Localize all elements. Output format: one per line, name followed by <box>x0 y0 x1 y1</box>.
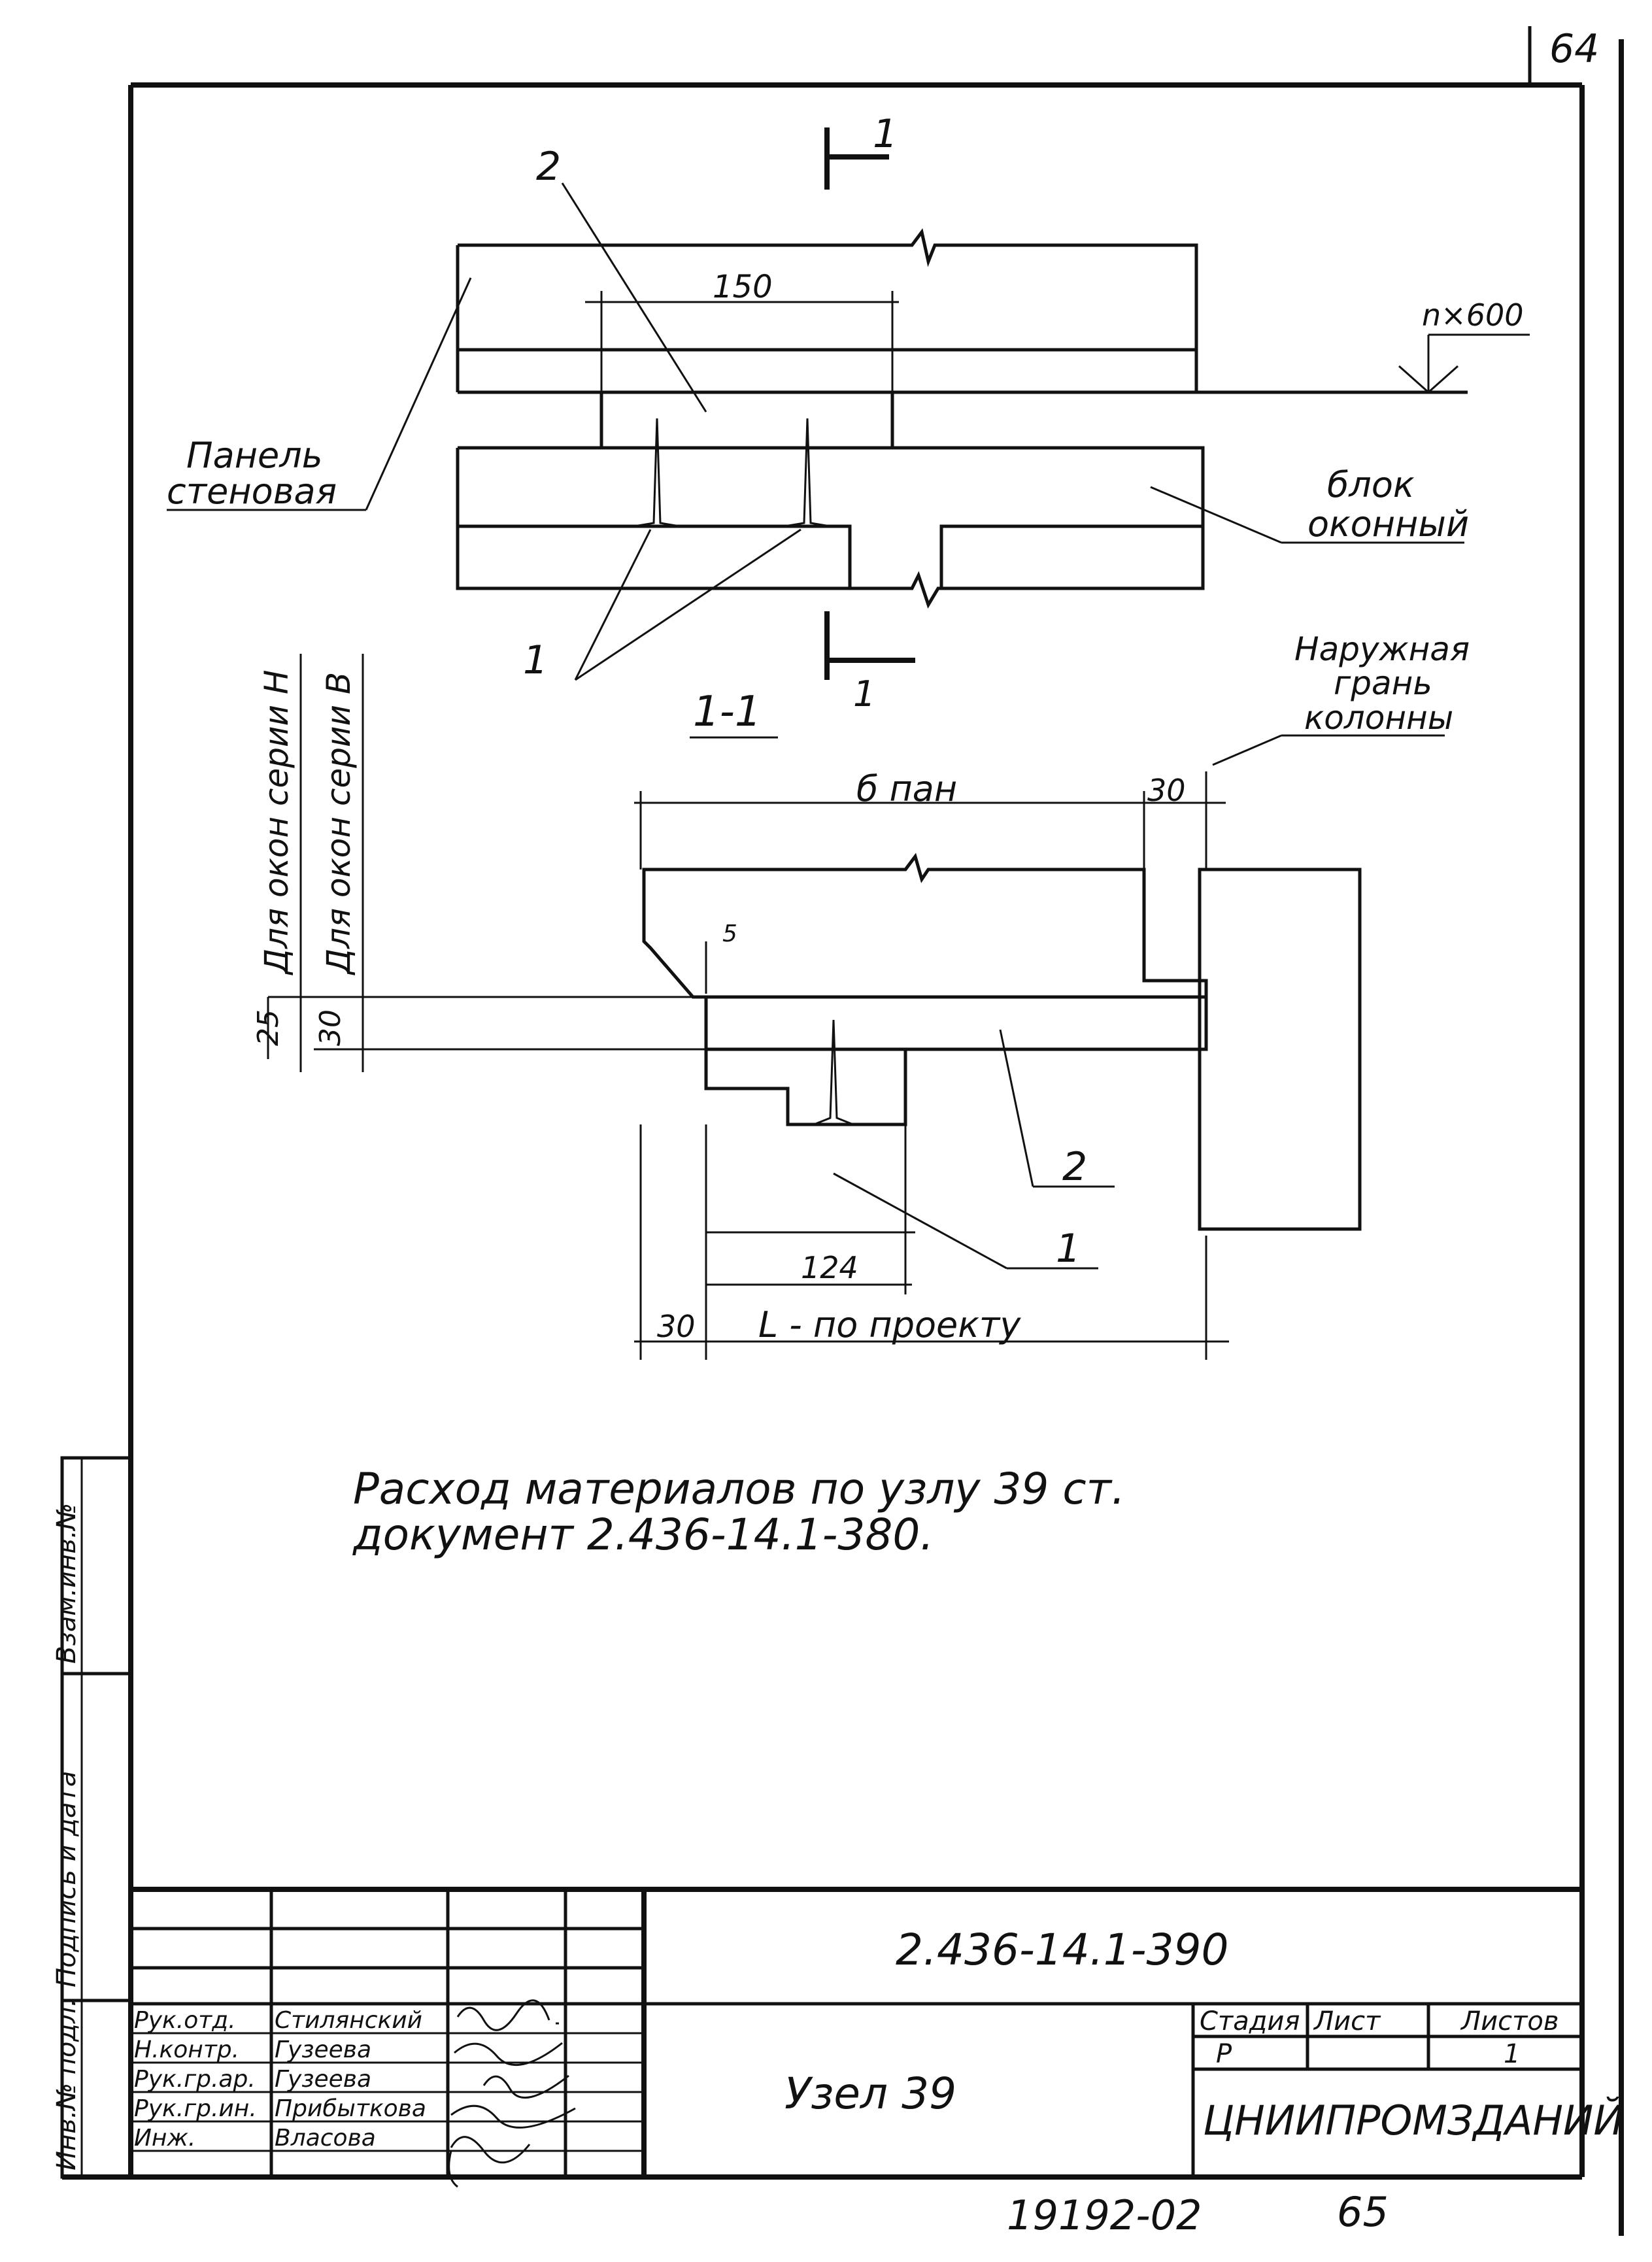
window-block <box>456 446 1205 609</box>
dim-30-top: 30 <box>1147 773 1186 808</box>
section-anchor <box>813 1019 854 1126</box>
role-2: Н.контр. <box>134 2036 239 2063</box>
dim-b-plan: б пан <box>856 768 957 809</box>
section-mark-bottom-label: 1 <box>853 673 875 715</box>
note-line1: Расход материалов по узлу 39 ст. <box>353 1464 1125 1514</box>
value-sheets: 1 <box>1504 2039 1520 2069</box>
section-mark-top-label: 1 <box>873 111 898 157</box>
dim-nx600-leader <box>1398 333 1530 394</box>
label-block-line2: оконный <box>1307 503 1469 545</box>
side-stamp: Взам.инв.№ Подпись и дата Инв.№ подл. <box>52 1456 133 2179</box>
section-callout-2: 2 <box>1062 1144 1087 1190</box>
section-mark-top <box>824 127 889 190</box>
header-sheet: Лист <box>1313 2006 1381 2036</box>
footer-code: 19192-02 <box>1007 2191 1202 2239</box>
plan-insert-2 <box>599 390 894 450</box>
name-3: Гузеева <box>275 2066 371 2093</box>
signature-2 <box>454 2042 563 2067</box>
section-wood-block <box>704 995 1208 1051</box>
dim-124: 124 <box>801 1250 858 1285</box>
dim-30-bottom: 30 <box>657 1309 696 1344</box>
plan-view: 1 2 150 n×600 1 1 Панель стеновая блок <box>167 111 1530 715</box>
value-stage: Р <box>1216 2039 1232 2069</box>
note-line2: документ 2.436-14.1-380. <box>352 1510 934 1560</box>
dim-nx600: n×600 <box>1422 297 1524 333</box>
header-sheets: Листов <box>1460 2006 1559 2036</box>
role-3: Рук.гр.ар. <box>134 2066 256 2093</box>
page-number: 64 <box>1549 26 1599 72</box>
section-column <box>1198 868 1362 1231</box>
plan-callout-1: 1 <box>523 637 548 683</box>
plan-anchor-1 <box>633 418 681 528</box>
label-series-h: Для окон серии H <box>258 670 295 975</box>
footer-page: 65 <box>1337 2188 1389 2236</box>
signature-1 <box>456 1999 559 2031</box>
label-column-line1: Наружная <box>1294 630 1470 668</box>
side-stamp-vzam: Взам.инв.№ <box>52 1503 82 1664</box>
section-callout-1: 1 <box>1056 1226 1081 1272</box>
name-5: Власова <box>275 2125 376 2152</box>
dim-25: 25 <box>252 1009 285 1046</box>
section-mark-bottom <box>824 611 915 680</box>
designation: 2.436-14.1-390 <box>896 1925 1229 1975</box>
section-window-profile <box>704 1047 907 1126</box>
role-1: Рук.отд. <box>134 2007 236 2034</box>
title-block: 2.436-14.1-390 Узел 39 ЦНИИПРОМЗДАНИЙ Ст… <box>131 1887 1624 2188</box>
section-title: 1-1 <box>693 688 762 736</box>
side-stamp-inv: Инв.№ подл. <box>52 1999 82 2170</box>
side-stamp-podpis: Подпись и дата <box>52 1771 82 1987</box>
plan-anchor-2 <box>784 418 831 528</box>
section-1-1: 1-1 Для окон серии H Для окон серии В 25… <box>252 630 1470 1360</box>
label-series-b: Для окон серии В <box>320 672 358 975</box>
role-4: Рук.гр.ин. <box>134 2095 257 2122</box>
dim-150: 150 <box>713 269 773 305</box>
signature-3 <box>482 2074 569 2099</box>
dim-5: 5 <box>722 920 737 947</box>
header-stage: Стадия <box>1200 2006 1300 2036</box>
signature-4 <box>450 2104 576 2129</box>
name-4: Прибыткова <box>275 2095 426 2122</box>
drawing-name: Узел 39 <box>784 2068 956 2119</box>
plan-callout-2-leader <box>561 182 707 413</box>
wall-panel <box>456 228 1468 394</box>
label-panel-line2: стеновая <box>167 471 337 512</box>
dim-30-left: 30 <box>314 1009 347 1046</box>
dim-l: L - по проекту <box>758 1304 1021 1345</box>
plan-callout-2: 2 <box>536 144 561 190</box>
name-1: Стилянский <box>275 2007 422 2034</box>
org-name: ЦНИИПРОМЗДАНИЙ <box>1203 2096 1624 2144</box>
signature-5 <box>448 2136 531 2188</box>
label-panel-line1: Панель <box>186 435 323 476</box>
role-5: Инж. <box>134 2125 195 2152</box>
name-2: Гузеева <box>275 2036 371 2063</box>
label-block-line1: блок <box>1327 464 1415 505</box>
label-column-line3: колонны <box>1304 699 1453 737</box>
label-column-line2: грань <box>1334 664 1432 702</box>
section-panel <box>642 852 1208 999</box>
